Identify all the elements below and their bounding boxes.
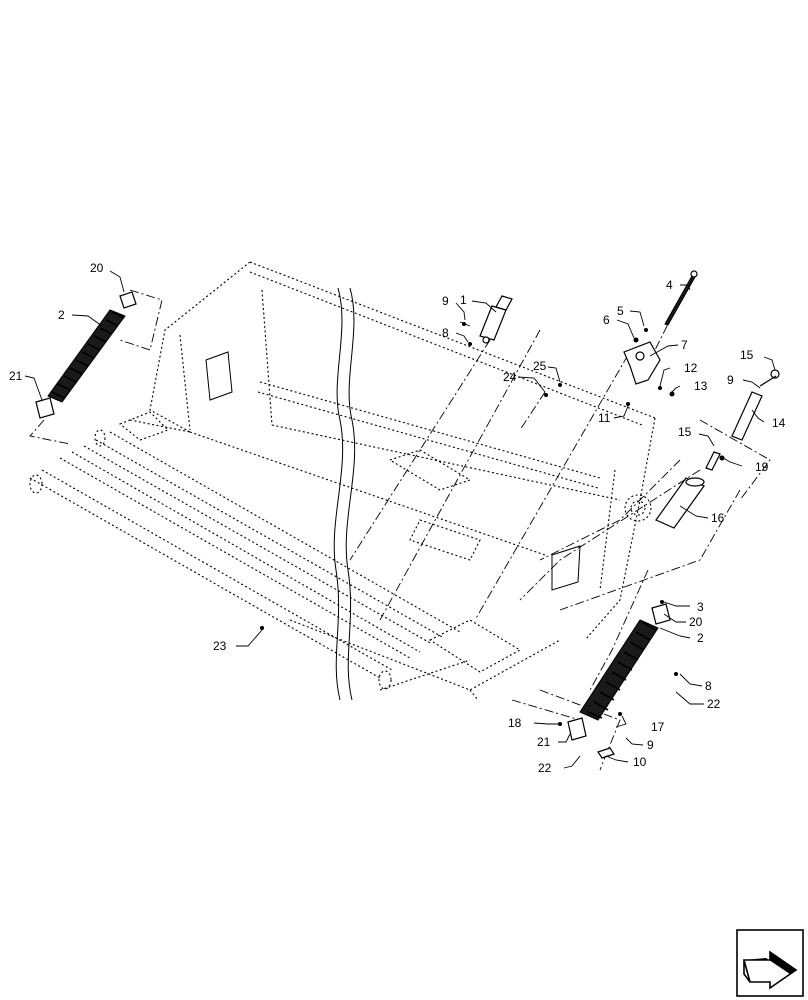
callout-7: 7 <box>681 338 688 352</box>
callout-15-mid: 15 <box>678 425 692 439</box>
callout-2-right: 2 <box>697 631 704 645</box>
callout-9-bottom: 9 <box>647 738 654 752</box>
callout-4: 4 <box>666 278 673 292</box>
spring-left <box>47 309 126 403</box>
spring-cap-top-left <box>119 291 137 309</box>
header-frame <box>29 261 656 701</box>
callout-1: 1 <box>460 293 467 307</box>
callout-5: 5 <box>617 304 624 318</box>
callout-20-top-left: 20 <box>90 261 104 275</box>
tube-16 <box>655 477 705 529</box>
callout-21-right: 21 <box>537 735 551 749</box>
break-line <box>333 287 356 701</box>
rod-14 <box>731 369 780 441</box>
spring-right <box>579 619 659 721</box>
long-bolt <box>664 270 698 326</box>
callout-8-strut: 8 <box>442 326 449 340</box>
callout-2-left: 2 <box>58 308 65 322</box>
spring-cap-bottom-right <box>567 717 587 741</box>
pin-19 <box>705 451 721 471</box>
callout-14: 14 <box>772 416 786 430</box>
callout-10: 10 <box>633 755 647 769</box>
leader-lines <box>24 270 776 769</box>
callout-18: 18 <box>508 716 522 730</box>
callout-6: 6 <box>603 313 610 327</box>
callout-3: 3 <box>697 600 704 614</box>
assembly-lines <box>29 279 771 771</box>
spring-cap-top-right <box>651 603 671 625</box>
gas-strut <box>479 295 513 344</box>
callout-25: 25 <box>533 359 547 373</box>
callouts: 20 2 21 9 1 8 25 24 4 5 6 7 12 13 11 15 … <box>9 261 786 775</box>
next-page-arrow-icon[interactable] <box>736 929 804 997</box>
callout-21-left: 21 <box>9 369 23 383</box>
callout-16: 16 <box>711 511 725 525</box>
callout-11: 11 <box>598 411 611 425</box>
callout-19: 19 <box>755 460 769 474</box>
callout-22-bottom: 22 <box>538 761 552 775</box>
callout-12: 12 <box>684 361 698 375</box>
callout-8-right: 8 <box>705 679 712 693</box>
callout-15-top: 15 <box>740 348 754 362</box>
callout-23: 23 <box>213 639 227 653</box>
callout-13: 13 <box>694 379 708 393</box>
pivot-bracket <box>623 341 661 385</box>
callout-24: 24 <box>503 370 517 384</box>
small-hardware <box>260 321 725 759</box>
callout-9-rod: 9 <box>727 373 734 387</box>
callout-20-right: 20 <box>689 615 703 629</box>
callout-9-strut: 9 <box>442 294 449 308</box>
callout-22-right: 22 <box>707 697 721 711</box>
callout-17: 17 <box>651 720 665 734</box>
spring-cap-bottom-left <box>35 397 55 419</box>
